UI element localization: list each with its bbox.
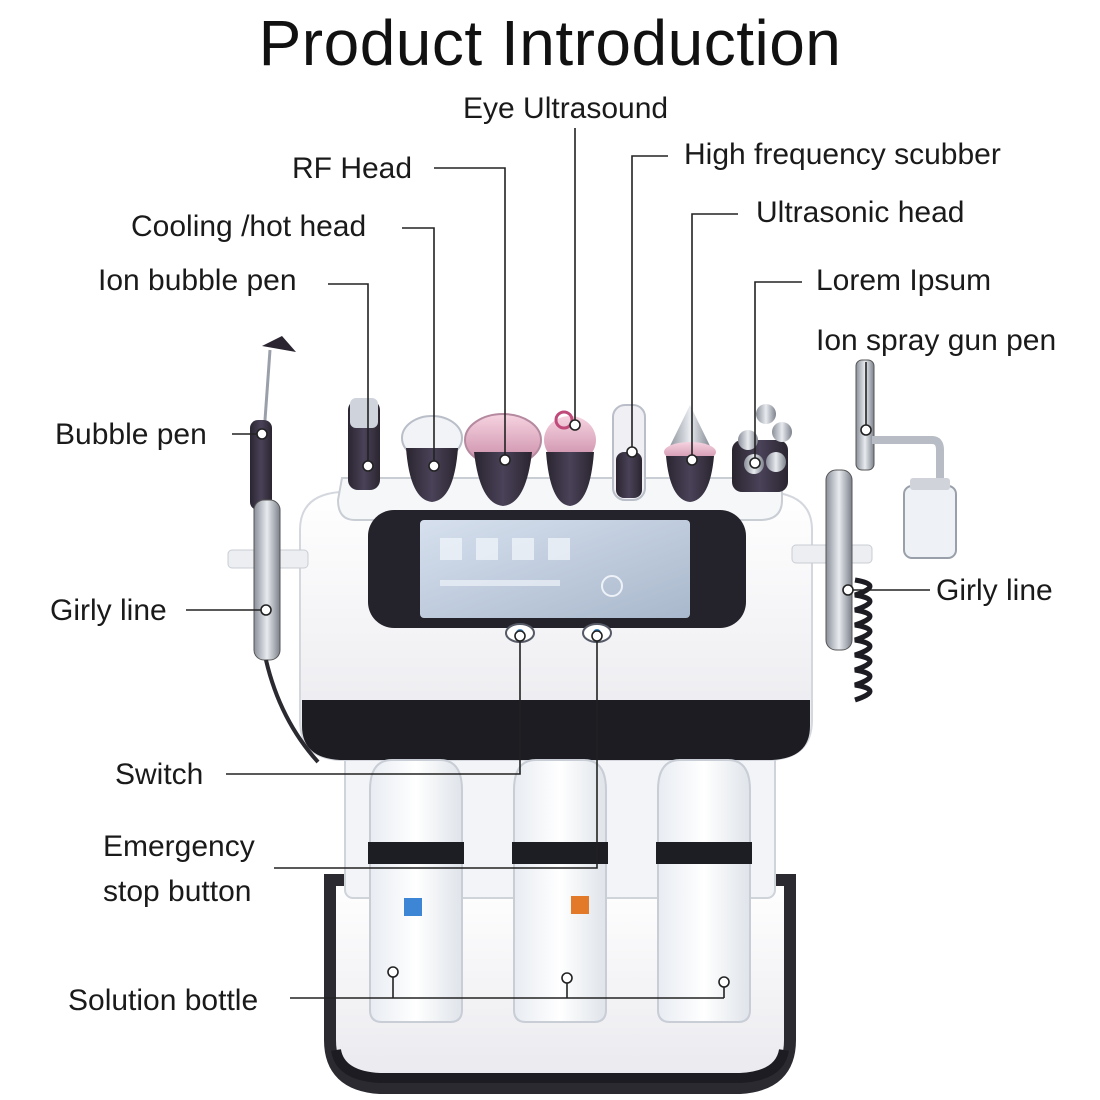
- ultrasonic-head-icon: [664, 405, 716, 502]
- label-emergency-line-2: stop button: [103, 875, 251, 908]
- page-title: Product Introduction: [258, 7, 842, 79]
- label-rf-head: RF Head: [292, 152, 412, 185]
- ion-spray-gun-pen-icon: [855, 359, 957, 559]
- label-ultrasonic-head: Ultrasonic head: [756, 196, 964, 229]
- solution-bottle-3: [656, 759, 752, 1023]
- solution-bottles: [368, 759, 752, 1023]
- label-girly-line-right: Girly line: [936, 574, 1053, 607]
- label-switch: Switch: [115, 758, 203, 791]
- label-high-frequency-scrubber: High frequency scubber: [684, 138, 1001, 171]
- solution-bottle-2: [512, 759, 608, 1023]
- leader-lines: [186, 128, 930, 999]
- solution-bottle-1: [368, 759, 464, 1023]
- callout-labels: Eye Ultrasound High frequency scubber RF…: [50, 92, 1056, 1017]
- eye-ultrasound-icon: [544, 410, 596, 506]
- cooling-hot-head-icon: [401, 415, 463, 502]
- bubble-pen-icon: [250, 336, 320, 764]
- girly-line-right-icon: [825, 469, 873, 703]
- label-solution-bottle: Solution bottle: [68, 984, 258, 1017]
- label-ion-spray-gun-pen: Ion spray gun pen: [816, 324, 1056, 357]
- label-cooling-hot-head: Cooling /hot head: [131, 210, 366, 243]
- label-girly-line-left: Girly line: [50, 594, 167, 627]
- label-eye-ultrasound: Eye Ultrasound: [463, 92, 668, 125]
- touch-screen: [368, 510, 746, 628]
- label-lorem-ipsum: Lorem Ipsum: [816, 264, 991, 297]
- rf-head-icon: [464, 413, 542, 506]
- label-ion-bubble-pen: Ion bubble pen: [98, 264, 297, 297]
- ion-bubble-pen-icon: [348, 398, 380, 490]
- lorem-ipsum-roller-icon: [732, 404, 792, 492]
- label-bubble-pen: Bubble pen: [55, 418, 207, 451]
- label-emergency-line-1: Emergency: [103, 830, 255, 863]
